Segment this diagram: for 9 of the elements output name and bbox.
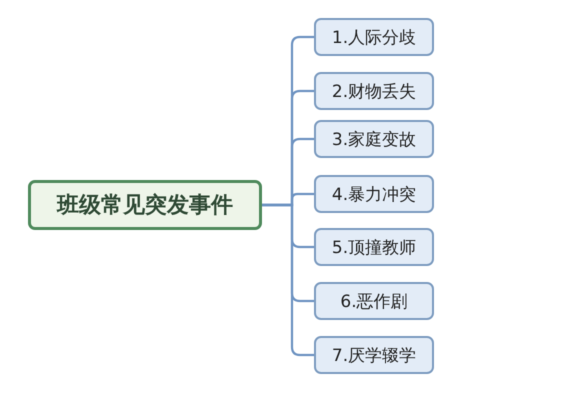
connector-line bbox=[262, 204, 314, 356]
subtopic-box: 4.暴力冲突 bbox=[314, 175, 434, 213]
subtopic-box: 7.厌学辍学 bbox=[314, 336, 434, 374]
subtopic-box: 5.顶撞教师 bbox=[314, 228, 434, 266]
subtopic-box: 3.家庭变故 bbox=[314, 120, 434, 158]
topic-box: 班级常见突发事件 bbox=[28, 180, 262, 230]
subtopic-box: 1.人际分歧 bbox=[314, 18, 434, 56]
subtopic-box: 2.财物丢失 bbox=[314, 72, 434, 110]
subtopic-box: 6.恶作剧 bbox=[314, 282, 434, 320]
